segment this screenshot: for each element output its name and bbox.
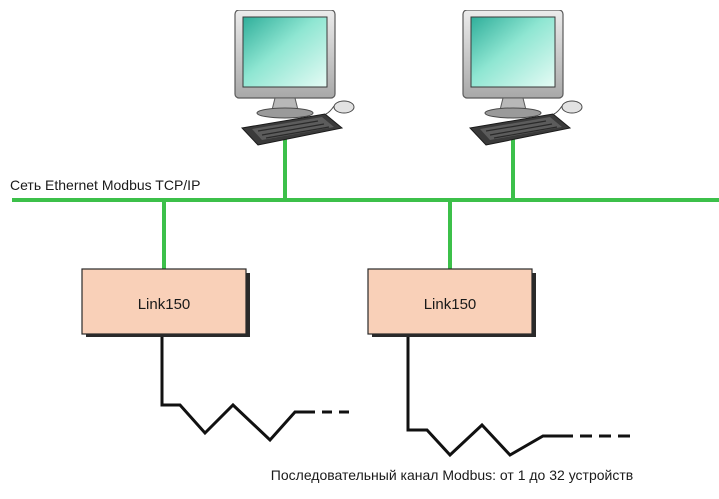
gateway-shadow — [246, 273, 250, 337]
gateway-shadow — [372, 334, 536, 337]
ethernet-network — [12, 137, 719, 270]
gateway-shadow — [532, 273, 536, 337]
gateway-box — [81, 268, 247, 335]
computer-workstation-icon — [462, 10, 583, 146]
gateway-label: Link150 — [138, 296, 191, 313]
serial-channel-caption: Последовательный канал Modbus: от 1 до 3… — [271, 467, 633, 483]
gateway-shadow — [86, 334, 250, 337]
gateway-link150-1: Link150 — [81, 268, 250, 337]
serial-line-1 — [160, 337, 315, 443]
gateway-link150-2: Link150 — [367, 268, 536, 337]
gateway-label: Link150 — [424, 296, 477, 313]
ethernet-network-label: Сеть Ethernet Modbus TCP/IP — [10, 177, 200, 193]
computer-workstation-icon — [234, 10, 355, 146]
serial-line-2 — [406, 337, 573, 458]
